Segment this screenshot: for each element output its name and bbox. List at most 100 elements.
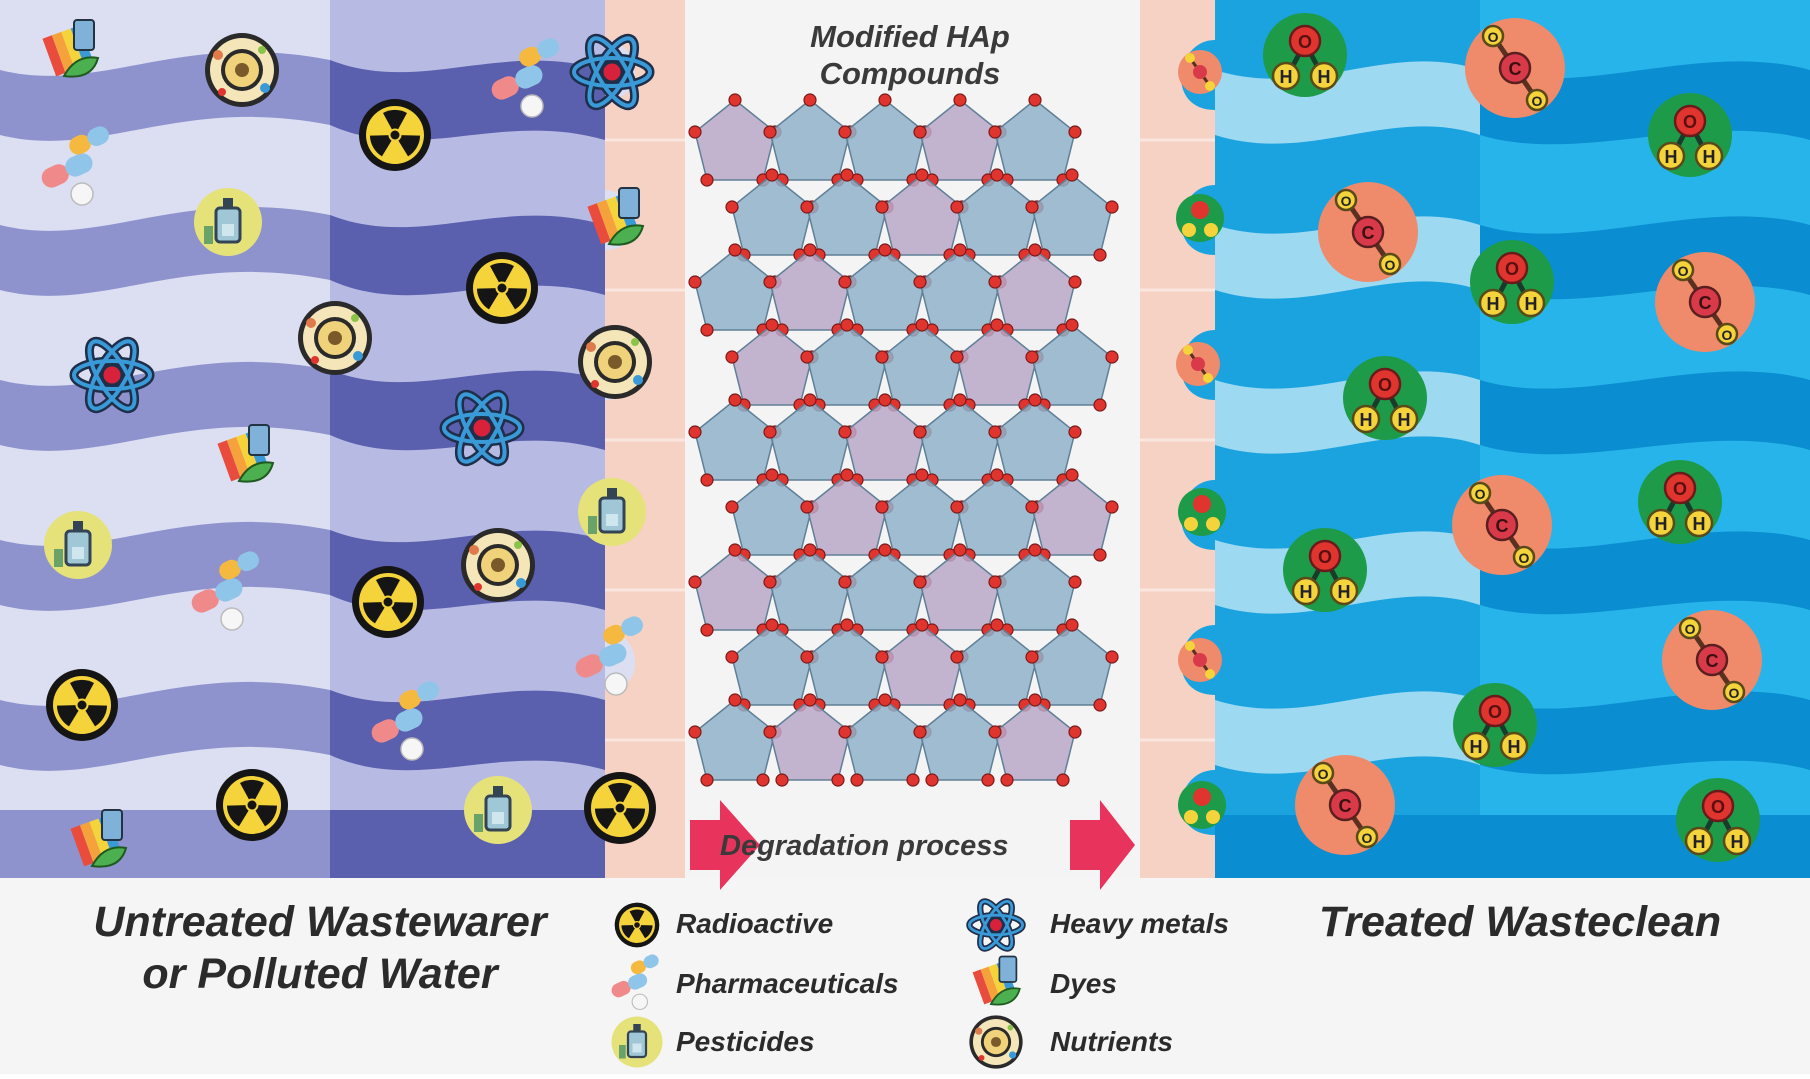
oxygen-atom bbox=[1025, 650, 1039, 664]
oxygen-atom bbox=[1065, 168, 1079, 182]
oxygen-atom bbox=[1105, 500, 1119, 514]
oxygen-atom bbox=[765, 318, 779, 332]
oxygen-atom bbox=[850, 773, 864, 787]
oxygen-atom bbox=[803, 93, 817, 107]
crystal-polyhedron bbox=[994, 699, 1076, 781]
crystal-polyhedron bbox=[994, 249, 1076, 331]
title-line-2: Compounds bbox=[819, 56, 1001, 91]
hap-crystal-structure bbox=[688, 93, 1119, 787]
oxygen-atom bbox=[725, 200, 739, 214]
radioactive-icon bbox=[584, 772, 656, 844]
oxygen-atom bbox=[1065, 468, 1079, 482]
co2-icon bbox=[1318, 182, 1418, 282]
oxygen-atom bbox=[1056, 773, 1070, 787]
oxygen-atom bbox=[950, 350, 964, 364]
oxygen-atom bbox=[1000, 773, 1014, 787]
oxygen-atom bbox=[1105, 650, 1119, 664]
oxygen-atom bbox=[1028, 93, 1042, 107]
oxygen-atom bbox=[953, 543, 967, 557]
oxygen-atom bbox=[915, 168, 929, 182]
legend-pesticide-icon bbox=[610, 1015, 664, 1069]
oxygen-atom bbox=[763, 725, 777, 739]
co2-icon bbox=[1295, 755, 1395, 855]
oxygen-atom bbox=[840, 618, 854, 632]
oxygen-atom bbox=[1105, 350, 1119, 364]
oxygen-atom bbox=[725, 650, 739, 664]
oxygen-atom bbox=[1025, 350, 1039, 364]
oxygen-atom bbox=[756, 773, 770, 787]
oxygen-atom bbox=[728, 693, 742, 707]
oxygen-atom bbox=[875, 350, 889, 364]
oxygen-atom bbox=[1028, 243, 1042, 257]
untreated-label-line-2: or Polluted Water bbox=[142, 950, 498, 998]
oxygen-atom bbox=[913, 575, 927, 589]
crystal-polyhedron bbox=[1031, 324, 1113, 406]
oxygen-atom bbox=[1105, 200, 1119, 214]
oxygen-atom bbox=[700, 623, 714, 637]
oxygen-atom bbox=[688, 425, 702, 439]
untreated-dark-bands bbox=[330, 60, 605, 878]
oxygen-atom bbox=[800, 650, 814, 664]
degradation-arrows bbox=[690, 800, 1135, 890]
oxygen-atom bbox=[700, 323, 714, 337]
oxygen-atom bbox=[875, 200, 889, 214]
radioactive-icon bbox=[359, 99, 431, 171]
treated-label-line-1: Treated Wasteclean bbox=[1318, 898, 1722, 946]
treated-label: Treated Wasteclean bbox=[1280, 896, 1760, 948]
water-molecule-icon bbox=[1676, 778, 1760, 862]
oxygen-atom bbox=[800, 200, 814, 214]
oxygen-atom bbox=[765, 468, 779, 482]
oxygen-atom bbox=[1068, 125, 1082, 139]
oxygen-atom bbox=[988, 425, 1002, 439]
oxygen-atom bbox=[925, 773, 939, 787]
oxygen-atom bbox=[838, 575, 852, 589]
untreated-label: Untreated Wastewarer or Polluted Water bbox=[40, 896, 600, 1000]
oxygen-atom bbox=[953, 393, 967, 407]
legend-label-nutrients: Nutrients bbox=[1050, 1026, 1173, 1057]
title: Modified HAp Compounds bbox=[760, 18, 1060, 92]
oxygen-atom bbox=[1065, 618, 1079, 632]
oxygen-atom bbox=[950, 500, 964, 514]
treated-water bbox=[1215, 0, 1810, 878]
oxygen-atom bbox=[1093, 548, 1107, 562]
oxygen-atom bbox=[775, 773, 789, 787]
oxygen-atom bbox=[988, 575, 1002, 589]
legend-label-dyes: Dyes bbox=[1050, 968, 1117, 999]
water-molecule-icon bbox=[1263, 13, 1347, 97]
oxygen-atom bbox=[700, 773, 714, 787]
oxygen-atom bbox=[700, 473, 714, 487]
oxygen-atom bbox=[915, 618, 929, 632]
legend-label-radioactive: Radioactive bbox=[676, 908, 834, 939]
oxygen-atom bbox=[990, 618, 1004, 632]
co2-icon bbox=[1176, 636, 1224, 684]
co2-icon bbox=[1655, 252, 1755, 352]
radioactive-icon bbox=[46, 669, 118, 741]
oxygen-atom bbox=[913, 425, 927, 439]
pesticide-icon bbox=[192, 186, 264, 258]
oxygen-atom bbox=[913, 725, 927, 739]
left-membrane bbox=[605, 0, 685, 878]
oxygen-atom bbox=[875, 650, 889, 664]
water-molecule-icon bbox=[1176, 194, 1224, 242]
oxygen-atom bbox=[838, 425, 852, 439]
oxygen-atom bbox=[1028, 693, 1042, 707]
crystal-polyhedron bbox=[994, 399, 1076, 481]
legend-radioactive-icon bbox=[614, 902, 660, 948]
co2-icon bbox=[1174, 340, 1222, 388]
oxygen-atom bbox=[988, 725, 1002, 739]
oxygen-atom bbox=[990, 468, 1004, 482]
oxygen-atom bbox=[878, 693, 892, 707]
water-molecule-icon bbox=[1470, 240, 1554, 324]
oxygen-atom bbox=[1093, 248, 1107, 262]
oxygen-atom bbox=[763, 125, 777, 139]
oxygen-atom bbox=[838, 725, 852, 739]
right-membrane bbox=[1140, 0, 1215, 878]
arrow-left-icon bbox=[690, 800, 760, 890]
oxygen-atom bbox=[1025, 500, 1039, 514]
nutrient-icon bbox=[298, 301, 372, 375]
crystal-polyhedron bbox=[1031, 474, 1113, 556]
oxygen-atom bbox=[838, 275, 852, 289]
oxygen-atom bbox=[725, 500, 739, 514]
pesticide-icon bbox=[462, 774, 534, 846]
legend-nutrient-icon bbox=[969, 1015, 1023, 1069]
